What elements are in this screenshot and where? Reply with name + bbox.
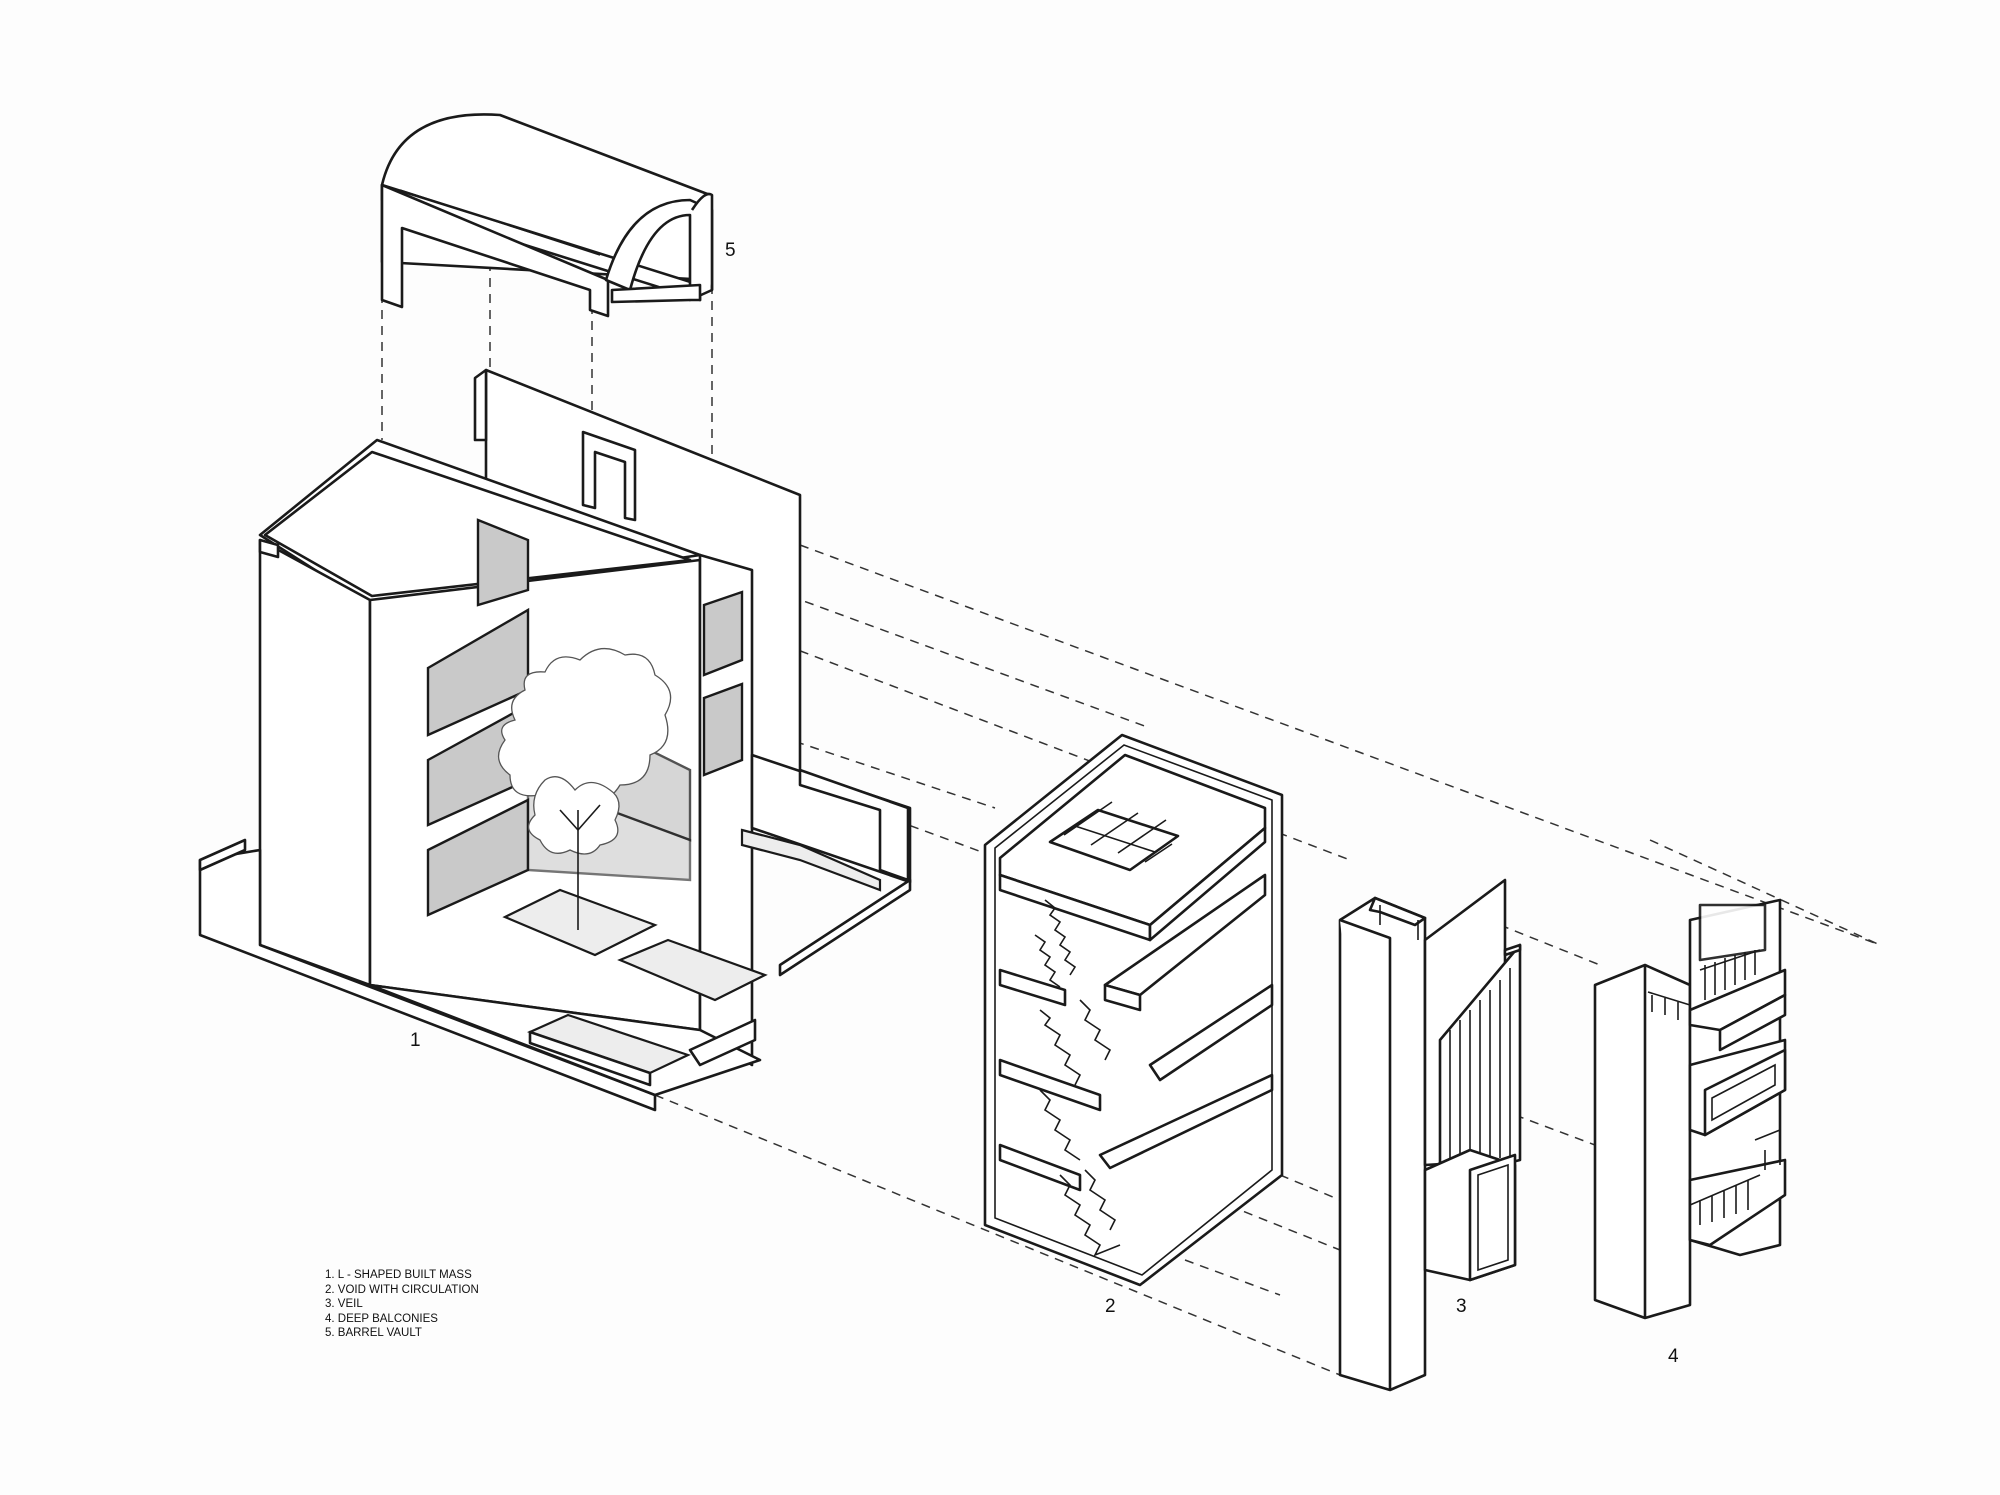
legend-item: 2. VOID WITH CIRCULATION [325,1283,479,1296]
legend-item: 3. VEIL [325,1298,363,1311]
legend-item: 1. L - SHAPED BUILT MASS [325,1269,472,1281]
void-with-circulation [983,733,1284,1287]
deep-balconies [1593,898,1787,1320]
label-component-5: 5 [725,240,736,261]
legend-item: 4. DEEP BALCONIES [325,1312,438,1325]
legend-item: 5. BARREL VAULT [325,1327,422,1340]
l-shaped-built-mass [198,368,912,1112]
barrel-vault [380,113,714,318]
label-component-3: 3 [1456,1296,1467,1317]
label-component-4: 4 [1668,1346,1679,1367]
label-component-1: 1 [410,1030,421,1051]
veil [1338,878,1522,1392]
tree-illustration [498,648,672,930]
label-component-2: 2 [1105,1296,1116,1317]
legend: 1. L - SHAPED BUILT MASS 2. VOID WITH CI… [325,1268,479,1341]
